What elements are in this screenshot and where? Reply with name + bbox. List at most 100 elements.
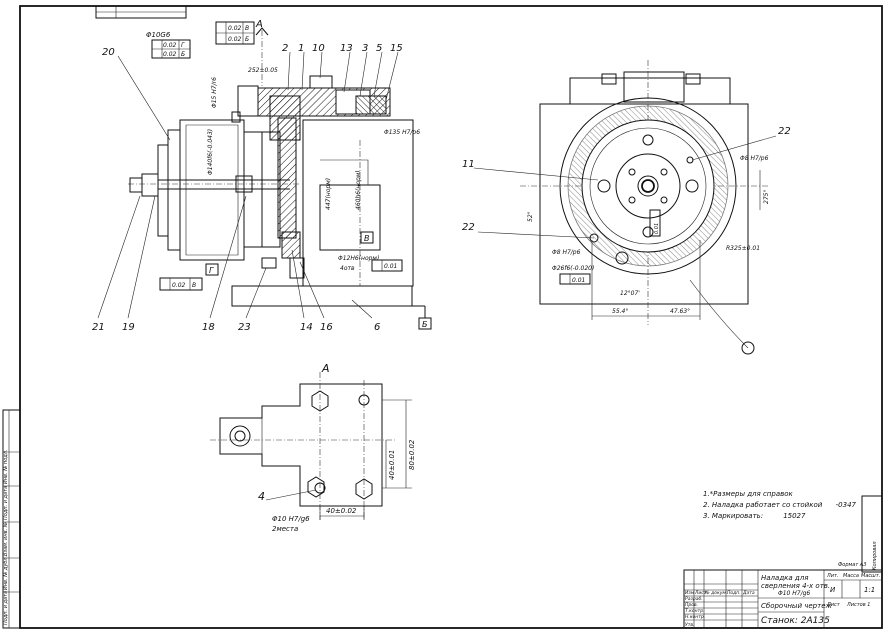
dimension-label: 40±0.01 bbox=[388, 450, 396, 480]
drawing-frame bbox=[2, 5, 883, 629]
svg-text:В: В bbox=[192, 282, 196, 289]
title-name: сверления 4-х отв. bbox=[761, 582, 830, 590]
svg-text:И: И bbox=[830, 586, 836, 594]
svg-text:Изм: Изм bbox=[685, 590, 695, 596]
technical-notes: 1.*Размеры для справок 2. Наладка работа… bbox=[703, 489, 883, 522]
dimension-label: Φ15 H7/r6 bbox=[211, 77, 218, 108]
dimension-label: 55.4° bbox=[612, 308, 628, 315]
svg-text:0.02: 0.02 bbox=[228, 25, 242, 32]
leader-number: 15 bbox=[390, 43, 403, 54]
dimension-label: Φ8 H7/p6 bbox=[552, 249, 581, 256]
tolerance-frame: 0.01 bbox=[371, 259, 403, 272]
svg-text:В: В bbox=[245, 25, 249, 32]
tolerance-frame: 0.02 В 0.02 Б bbox=[215, 21, 255, 45]
svg-text:Листов 1: Листов 1 bbox=[846, 602, 870, 608]
svg-text:0.02: 0.02 bbox=[163, 42, 177, 49]
svg-text:0.01: 0.01 bbox=[654, 223, 660, 234]
leader-number: 6 bbox=[374, 322, 380, 333]
view-label: А bbox=[321, 362, 330, 375]
dimension-label: 52° bbox=[527, 211, 534, 222]
section-view: А Б В Г 0.02 В 0.02 Б 0.02 Г bbox=[92, 19, 432, 333]
dimension-label: 2места bbox=[272, 525, 298, 533]
datum-label: Г bbox=[209, 266, 214, 275]
svg-text:Т.контр.: Т.контр. bbox=[685, 608, 705, 614]
datum-label: Б bbox=[422, 320, 428, 329]
leader-number: 11 bbox=[462, 159, 475, 170]
side-strip-item: Инв. № дубл. bbox=[3, 556, 9, 590]
side-strip-item: Инв. № подл. bbox=[3, 450, 9, 485]
tolerance-frame: 0.01 bbox=[649, 209, 661, 237]
leader-number: 23 bbox=[238, 322, 251, 333]
dimension-label: 275° bbox=[763, 190, 770, 204]
view-a: А 80±0.02 40±0.01 40±0.02 Φ10 H7/g6 2мес… bbox=[210, 362, 416, 533]
dimension-label: 47.63° bbox=[670, 308, 690, 315]
leader-number: 14 bbox=[300, 322, 313, 333]
svg-text:Масшт.: Масшт. bbox=[861, 573, 880, 579]
leader-number: 16 bbox=[320, 322, 333, 333]
tolerance-frame: 0.02 В bbox=[159, 277, 203, 291]
dimension-label: 460h6(норм) bbox=[355, 170, 362, 210]
svg-text:Подп.: Подп. bbox=[727, 590, 741, 596]
dimension-label: Φ10G6 bbox=[146, 31, 171, 39]
tolerance-frame: 0.01 bbox=[559, 273, 591, 285]
svg-text:1:1: 1:1 bbox=[864, 586, 875, 594]
svg-text:Лист: Лист bbox=[826, 602, 841, 608]
leader-number: 21 bbox=[92, 322, 105, 333]
svg-text:0.02: 0.02 bbox=[172, 282, 186, 289]
svg-text:Дата: Дата bbox=[742, 590, 755, 596]
svg-text:Б: Б bbox=[245, 36, 249, 43]
end-view: 52° 275° R325±0.01 Φ8 H7/p6 Φ8 H7/p6 Φ26… bbox=[462, 60, 791, 355]
leader-number: 20 bbox=[102, 47, 115, 58]
side-strip-item: Подп. и дата bbox=[3, 486, 9, 520]
side-strip-item: Взам. инв. № bbox=[3, 522, 9, 556]
tolerance-frame: 0.02 Г 0.02 Б Φ10G6 bbox=[146, 31, 191, 59]
doc-type: Сборочный чертеж bbox=[761, 602, 832, 610]
dimension-label: Φ12H6(норм) bbox=[338, 255, 379, 262]
note-line: 2. Наладка работает со стойкой -0347 bbox=[703, 501, 856, 509]
side-strip-item: Подп. и дата bbox=[3, 591, 9, 625]
note-line: 3. Маркировать: 15027 bbox=[703, 512, 806, 520]
svg-text:0.02: 0.02 bbox=[163, 51, 177, 58]
machine-label: Станок: 2А135 bbox=[761, 616, 830, 626]
leader-number: 2 bbox=[282, 43, 288, 54]
leader-number: 5 bbox=[376, 43, 382, 54]
right-strip-text: Копировал bbox=[872, 541, 878, 570]
svg-text:Г: Г bbox=[181, 42, 185, 49]
section-label: А bbox=[255, 19, 263, 30]
dimension-label: 4отв bbox=[340, 265, 355, 272]
datum-label: В bbox=[364, 234, 370, 243]
dimension-label: Φ140f6(-0.043) bbox=[207, 129, 214, 175]
leader-number: 10 bbox=[312, 43, 325, 54]
leader-number: 1 bbox=[298, 43, 304, 54]
leader-number: 22 bbox=[462, 222, 475, 233]
svg-text:Разраб.: Разраб. bbox=[685, 596, 703, 602]
note-line: 1.*Размеры для справок bbox=[703, 490, 793, 498]
leader-number: 22 bbox=[778, 126, 791, 137]
side-strip: Подп. и дата Инв. № дубл. Взам. инв. № П… bbox=[3, 450, 878, 626]
leader-number: 3 bbox=[362, 43, 368, 54]
leader-number: 18 bbox=[202, 322, 215, 333]
svg-text:Утв.: Утв. bbox=[685, 622, 694, 628]
leader-number: 19 bbox=[122, 322, 135, 333]
title-name: Наладка для bbox=[761, 574, 808, 582]
svg-text:0.02: 0.02 bbox=[228, 36, 242, 43]
dimension-label: 447(норм) bbox=[325, 178, 332, 210]
leader-callouts: 20 2 1 10 13 3 5 15 21 19 18 23 14 bbox=[92, 43, 403, 333]
format-label: Формат А3 bbox=[838, 562, 866, 568]
leader-number: 13 bbox=[340, 43, 353, 54]
dimension-label: Φ26f6(-0.020) bbox=[552, 265, 594, 272]
dimension-label: 12°07' bbox=[620, 290, 640, 297]
title-name: Φ10 H7/g6 bbox=[778, 590, 810, 597]
dimension-label: Φ8 H7/p6 bbox=[740, 155, 769, 162]
leader-number: 4 bbox=[258, 490, 265, 503]
svg-text:№ докум.: № докум. bbox=[704, 590, 727, 596]
dimension-label: Φ10 H7/g6 bbox=[272, 515, 310, 523]
svg-text:Пров.: Пров. bbox=[685, 602, 698, 608]
svg-text:Б: Б bbox=[181, 51, 185, 58]
svg-text:Лист: Лист bbox=[694, 590, 707, 596]
svg-text:0.01: 0.01 bbox=[572, 277, 585, 284]
dimension-label: 40±0.02 bbox=[326, 507, 357, 515]
dimension-label: Φ135 H7/p6 bbox=[384, 129, 420, 136]
title-block: Изм Лист № докум. Подп. Дата Разраб. Про… bbox=[683, 562, 883, 629]
